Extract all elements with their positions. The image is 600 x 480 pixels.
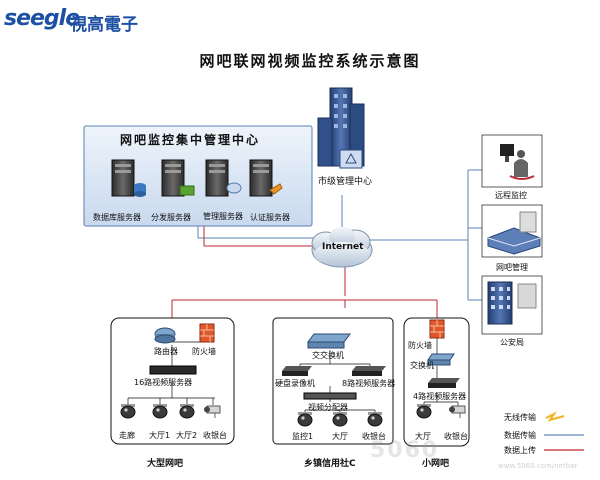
- dome-camera-icon: [332, 412, 348, 427]
- camera-icons: [120, 404, 466, 427]
- small-netbar-caption: 小网吧: [422, 459, 450, 469]
- city-building-icon: [317, 87, 365, 169]
- town-switch-icon: [307, 333, 351, 349]
- brand-logo-latin: seegle: [4, 6, 80, 31]
- small-firewall-icon: [429, 319, 445, 339]
- server-label-management: 管理服务器: [203, 212, 243, 221]
- internet-label: Internet: [322, 242, 364, 252]
- management-server-icon: [205, 159, 242, 197]
- town-credit-caption: 乡镇信用社C: [304, 459, 356, 469]
- large-netbar-caption: 大型网吧: [147, 459, 184, 469]
- police-station-icon: [481, 275, 543, 335]
- large-firewall-icon: [199, 323, 215, 343]
- dvr8-icon: [352, 366, 386, 376]
- dome-camera-icon: [297, 412, 313, 427]
- dvr16-label: 16路视频服务器: [134, 378, 193, 387]
- remote-monitor-icon: [481, 134, 543, 188]
- legend-symbols: [544, 411, 584, 451]
- town-switch-label: 交交换机: [312, 351, 344, 360]
- router-label: 路由器: [154, 347, 178, 356]
- small-firewall-label: 防火墙: [408, 341, 432, 350]
- dvr4-label: 4路视频服务器: [413, 392, 467, 401]
- legend-label-upload: 数据上传: [504, 446, 536, 455]
- town-cam-label-hall: 大厅: [332, 432, 348, 441]
- diagram-title: 网吧联网视频监控系统示意图: [199, 52, 421, 70]
- remote-monitor-label: 远程监控: [495, 191, 527, 200]
- server-icons: [111, 159, 283, 197]
- watermark-text: 5060: [370, 438, 440, 463]
- brand-logo-cn: 視高電子: [70, 15, 138, 35]
- netbar-management-label: 网吧管理: [496, 263, 528, 272]
- small-cam-label-hall: 大厅: [415, 432, 431, 441]
- large-firewall-label: 防火墙: [192, 347, 216, 356]
- small-switch-label: 交换机: [410, 361, 434, 370]
- server-label-database: 数据库服务器: [93, 213, 141, 222]
- watermark-url: www.5060.com/netbar: [498, 462, 578, 470]
- dome-camera-icon: [120, 404, 136, 419]
- town-cam-label-1: 监控1: [292, 432, 314, 441]
- dome-camera-icon: [416, 404, 432, 419]
- red-links: [171, 225, 438, 318]
- router-icon: [154, 327, 176, 344]
- large-netbar-box: [110, 317, 235, 445]
- dvr4-icon: [428, 378, 460, 388]
- large-cam-label-cashier: 收银台: [203, 431, 227, 440]
- server-label-distribution: 分发服务器: [151, 213, 191, 222]
- hard-disk-recorder-icon: [282, 366, 312, 376]
- dome-camera-icon: [179, 404, 195, 419]
- bullet-camera-icon: [204, 405, 221, 418]
- legend-label-wireless: 无线传输: [504, 413, 536, 422]
- blue-links: [197, 169, 482, 301]
- management-center-box: [83, 125, 313, 227]
- auth-server-icon: [249, 159, 283, 197]
- bullet-camera-icon: [449, 405, 466, 418]
- server-label-auth: 认证服务器: [250, 213, 290, 222]
- video-splitter-icon: [303, 392, 357, 400]
- dvr16-icon: [149, 365, 197, 375]
- police-label: 公安局: [500, 338, 524, 347]
- dome-camera-icon: [152, 404, 168, 419]
- recorder-label: 硬盘录像机: [275, 379, 315, 388]
- netbar-management-icon: [481, 204, 543, 258]
- small-switch-icon: [427, 353, 455, 366]
- splitter-label: 视频分配器: [308, 403, 348, 412]
- large-cam-label-hall1: 大厅1: [149, 431, 171, 440]
- legend-label-data: 数据传输: [504, 431, 536, 440]
- management-center-title: 网吧监控集中管理中心: [120, 133, 261, 147]
- large-cam-label-corridor: 走廊: [119, 431, 135, 440]
- dome-camera-icon: [367, 412, 383, 427]
- database-server-icon: [111, 159, 146, 197]
- distribution-server-icon: [161, 159, 195, 197]
- city-center-label: 市级管理中心: [318, 177, 373, 187]
- dvr8-label: 8路视频服务器: [342, 379, 396, 388]
- large-cam-label-hall2: 大厅2: [176, 431, 198, 440]
- internet-cloud-icon: [311, 227, 373, 268]
- small-cam-label-cashier: 收银台: [444, 432, 468, 441]
- legend-wireless-icon: [545, 411, 565, 422]
- town-cam-label-cashier: 收银台: [362, 432, 386, 441]
